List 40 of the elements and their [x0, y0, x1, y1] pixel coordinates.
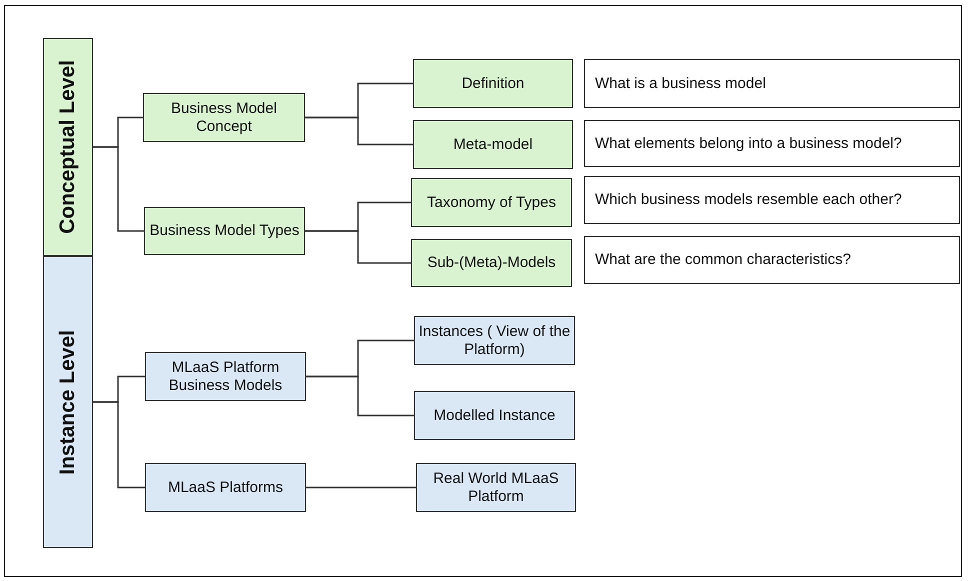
node-label: MLaaS Platform Business Models: [168, 358, 284, 394]
node-label: Definition: [462, 74, 524, 92]
topic-box: [413, 120, 573, 169]
connector-line: [306, 376, 414, 416]
node-label: Business Model Types: [150, 222, 300, 240]
node-label: Modelled Instance: [434, 406, 556, 424]
question-box: [584, 236, 960, 284]
question-box: [584, 176, 960, 224]
connector-line: [93, 401, 145, 488]
topic-box: [413, 59, 573, 108]
question-box: [584, 120, 960, 167]
node-label: Meta-model: [453, 136, 533, 154]
level-label: Conceptual Level: [59, 60, 77, 234]
topic-box: [416, 463, 576, 512]
topic-box: [414, 316, 575, 365]
connector-line: [306, 486, 416, 488]
topic-box: [411, 239, 572, 287]
node-label: Business Model Concept: [170, 100, 278, 136]
topic-box: [143, 93, 305, 142]
node-label: Which business models resemble each other?: [595, 191, 902, 209]
topic-box: [145, 463, 306, 512]
node-label: Real World MLaaS Platform: [432, 470, 560, 506]
connector-line: [305, 230, 411, 264]
topic-box: [145, 352, 306, 401]
node-label: What elements belong into a business model?: [595, 134, 902, 152]
node-label: Instances ( View of the Platform): [418, 322, 572, 358]
node-label: MLaaS Platforms: [168, 478, 284, 496]
level-band: [43, 256, 93, 548]
node-label: Taxonomy of Types: [427, 194, 556, 212]
topic-box: [414, 391, 575, 440]
node-label: Sub-(Meta)-Models: [427, 254, 556, 272]
connector-line: [93, 146, 144, 232]
connector-line: [305, 116, 413, 146]
node-label: What are the common characteristics?: [595, 251, 851, 269]
topic-box: [144, 207, 305, 255]
topic-box: [411, 178, 572, 227]
node-label: What is a business model: [595, 74, 766, 92]
level-label: Instance Level: [59, 330, 77, 474]
question-box: [584, 59, 960, 108]
level-band: [43, 38, 93, 256]
